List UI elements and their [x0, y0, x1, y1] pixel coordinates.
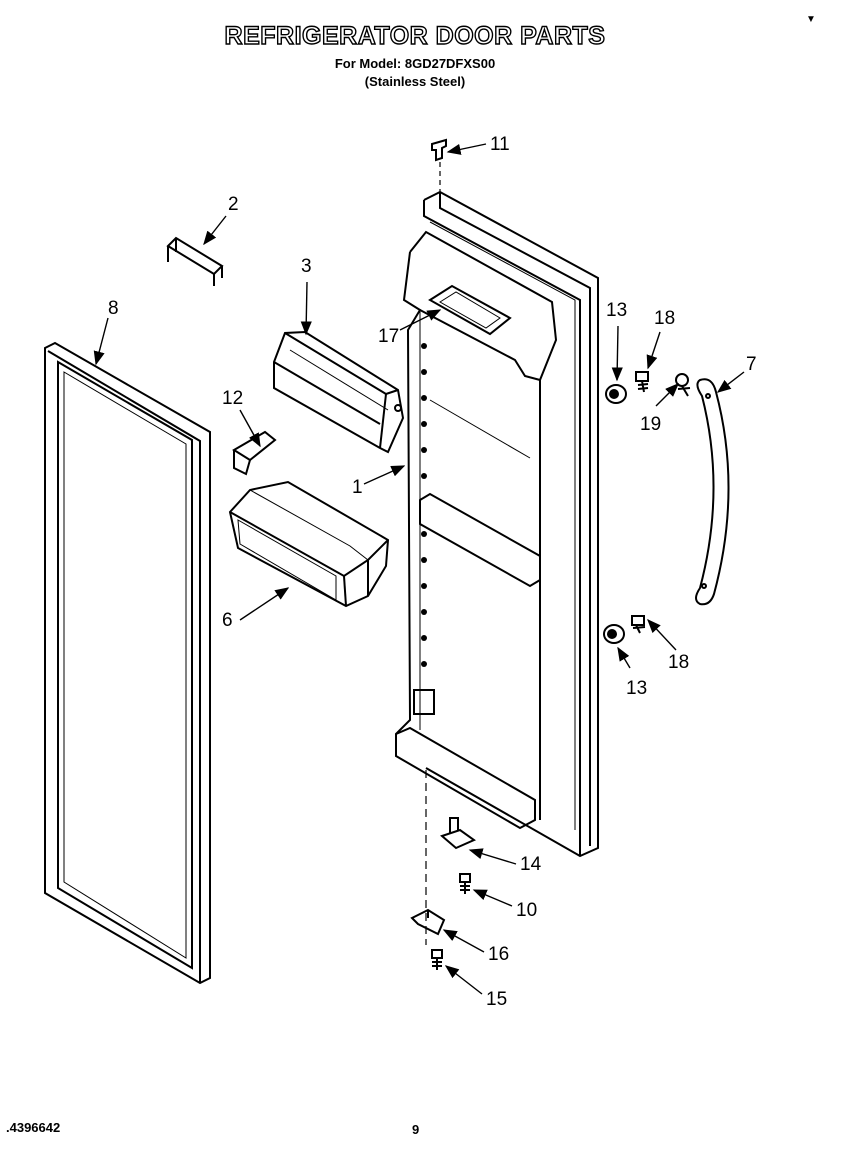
finish-line: (Stainless Steel): [364, 74, 466, 89]
callout-8: 8: [108, 298, 119, 319]
model-line: For Model: 8GD27DFXS00: [334, 56, 496, 71]
document-part-number: .4396642: [6, 1120, 61, 1135]
page-title: REFRIGERATOR DOOR PARTS: [224, 21, 606, 50]
callout-13-top: 13: [606, 300, 627, 321]
callout-18-top: 18: [654, 308, 675, 329]
shelf-clip: [166, 236, 224, 286]
handle-screw-bottom: [631, 615, 646, 634]
callout-6: 6: [222, 610, 233, 631]
callout-10: 10: [516, 900, 537, 921]
callout-12: 12: [222, 388, 243, 409]
bin-clip: [232, 430, 277, 476]
hinge-screw: [431, 949, 443, 970]
callout-2: 2: [228, 194, 239, 215]
door-handle: [695, 378, 730, 606]
callout-3: 3: [301, 256, 312, 277]
callout-17: 17: [378, 326, 399, 347]
callout-7: 7: [746, 354, 757, 375]
corner-mark: ▼: [806, 14, 816, 25]
handle-bolt: [675, 373, 691, 397]
handle-spacer-bottom: [603, 624, 625, 644]
callout-11: 11: [490, 134, 510, 155]
handle-screw-top: [635, 371, 649, 393]
refrigerator-door: [395, 190, 599, 858]
callout-16: 16: [488, 944, 509, 965]
callout-19: 19: [640, 414, 661, 435]
callout-13-bottom: 13: [626, 678, 647, 699]
callout-18-bottom: 18: [668, 652, 689, 673]
callout-1: 1: [352, 477, 363, 498]
hinge-pin: [440, 817, 477, 850]
dairy-door: [273, 330, 405, 454]
lower-hinge: [410, 908, 446, 936]
door-bin: [228, 480, 390, 608]
callout-15: 15: [486, 989, 507, 1010]
handle-spacer-top: [605, 384, 627, 404]
bin-retainer: [428, 284, 512, 336]
door-gasket: [44, 341, 211, 985]
page-number: 9: [412, 1122, 420, 1137]
callout-14: 14: [520, 854, 542, 875]
bottom-hinge-screw: [459, 873, 471, 894]
hinge-plug: [431, 138, 447, 162]
